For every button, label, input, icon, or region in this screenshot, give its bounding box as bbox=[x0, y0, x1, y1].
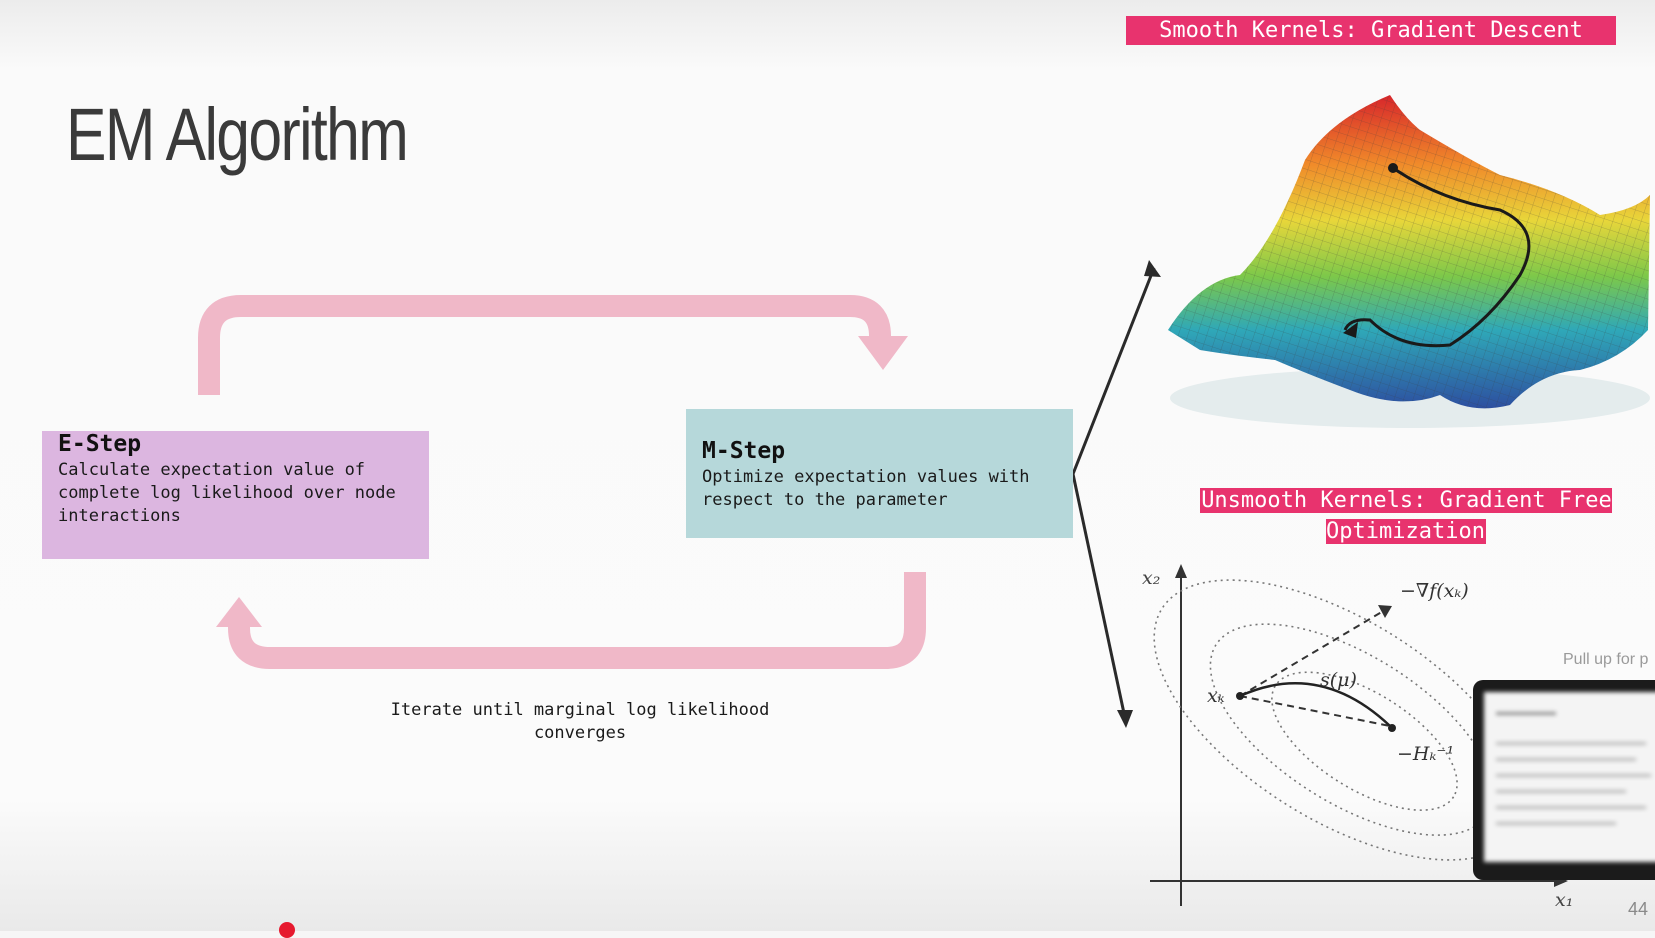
cycle-arrow-top bbox=[198, 295, 891, 395]
m-step-heading: M-Step bbox=[702, 438, 786, 464]
arrow-to-smooth-head bbox=[1144, 260, 1161, 277]
newton-vector bbox=[1239, 695, 1391, 727]
unsmooth-kernels-text: Unsmooth Kernels: Gradient Free Optimiza… bbox=[1200, 488, 1612, 544]
contour-point-label: xₖ bbox=[1207, 685, 1225, 707]
newton-label: −Hₖ⁻¹ bbox=[1397, 743, 1454, 765]
e-step-body: Calculate expectation value of complete … bbox=[58, 460, 396, 526]
arrow-to-unsmooth bbox=[1071, 473, 1127, 719]
cycle-arrow-top-head bbox=[858, 336, 908, 370]
m-step-box: M-Step Optimize expectation values with … bbox=[686, 409, 1073, 538]
e-step-heading: E-Step bbox=[58, 431, 142, 457]
descent-start-point bbox=[1388, 163, 1398, 173]
pull-up-hint: Pull up for p bbox=[1563, 651, 1649, 668]
thumbnail-screen bbox=[1484, 692, 1655, 862]
m-step-body: Optimize expectation values with respect… bbox=[702, 467, 1030, 510]
e-step-box: E-Step Calculate expectation value of co… bbox=[42, 431, 429, 559]
cycle-arrow-bottom-head bbox=[216, 597, 262, 627]
descent-arrow-head bbox=[1343, 322, 1358, 338]
gradient-label: −∇f(xₖ) bbox=[1400, 580, 1469, 602]
cycle-arrow-bottom bbox=[228, 572, 926, 669]
contour-x-label: x₁ bbox=[1555, 889, 1573, 911]
descent-path bbox=[1343, 166, 1531, 348]
gradient-vector bbox=[1239, 609, 1386, 697]
path-curve bbox=[1239, 682, 1391, 727]
video-thumbnail-preview[interactable] bbox=[1473, 680, 1655, 880]
progress-scrubber-dot[interactable] bbox=[279, 922, 295, 938]
unsmooth-kernels-label: Unsmooth Kernels: Gradient Free Optimiza… bbox=[1168, 485, 1644, 547]
slide-title: EM Algorithm bbox=[66, 93, 409, 176]
arrow-to-smooth bbox=[1071, 267, 1156, 475]
page-number: 44 bbox=[1628, 899, 1649, 919]
path-label: s(μ) bbox=[1320, 669, 1357, 691]
contour-ring-inner bbox=[1271, 671, 1458, 811]
contour-y-label: x₂ bbox=[1142, 567, 1160, 589]
cycle-caption: Iterate until marginal log likelihood co… bbox=[390, 700, 770, 743]
arrow-to-unsmooth-head bbox=[1117, 710, 1133, 728]
smooth-kernels-label: Smooth Kernels: Gradient Descent bbox=[1126, 16, 1616, 45]
